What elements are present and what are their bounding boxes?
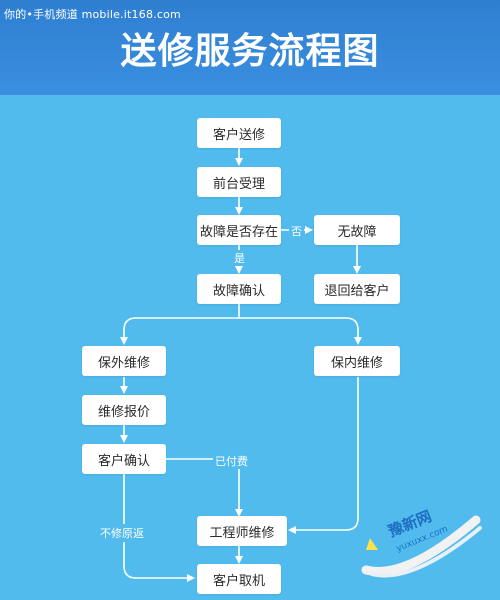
node-fault-confirm: 故障确认: [197, 274, 281, 304]
node-engineer-repair: 工程师维修: [197, 516, 287, 546]
edge-confirm-split: [120, 304, 240, 345]
node-front-desk: 前台受理: [197, 167, 281, 197]
watermark: 你的•手机频道 mobile.it168.com: [4, 8, 181, 21]
node-fault-exists: 故障是否存在: [197, 215, 281, 245]
page-title: 送修服务流程图: [120, 31, 380, 72]
node-return-customer: 退回给客户: [314, 274, 400, 304]
edge-confirm-to-inwarranty: [239, 317, 362, 345]
edge-label-unrepaired: 不修原返: [100, 524, 144, 542]
header-banner: [0, 0, 500, 95]
edge-unrepaired: [123, 474, 195, 582]
node-customer-pickup: 客户取机: [197, 564, 281, 594]
node-quote: 维修报价: [82, 395, 166, 425]
node-in-warranty: 保内维修: [314, 346, 400, 376]
edge-label-yes: 是: [233, 250, 246, 266]
node-no-fault: 无故障: [314, 215, 400, 245]
node-customer-send: 客户送修: [197, 118, 281, 148]
edge-in-to-engineer: [288, 377, 359, 534]
logo-swoosh: [361, 515, 482, 578]
node-customer-confirm: 客户确认: [82, 444, 166, 474]
edge-label-no: 否: [289, 223, 304, 239]
node-out-warranty: 保外维修: [82, 346, 166, 376]
edge-label-paid: 已付费: [213, 453, 250, 469]
